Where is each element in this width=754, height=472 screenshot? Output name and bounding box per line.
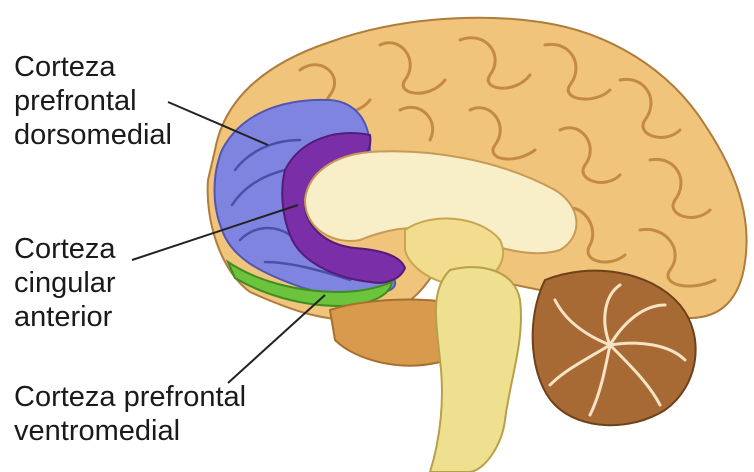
label-line: Corteza [14, 50, 172, 84]
label-line: Corteza [14, 232, 116, 266]
label-anterior-cingulate-cortex: Corteza cingular anterior [14, 232, 116, 334]
label-line: Corteza prefrontal [14, 380, 246, 414]
leader-line-ventromedial [228, 295, 325, 383]
label-dorsomedial-prefrontal-cortex: Corteza prefrontal dorsomedial [14, 50, 172, 152]
label-line: dorsomedial [14, 118, 172, 152]
label-line: prefrontal [14, 84, 172, 118]
brainstem [430, 267, 521, 472]
label-line: cingular [14, 266, 116, 300]
label-line: ventromedial [14, 414, 246, 448]
label-ventromedial-prefrontal-cortex: Corteza prefrontal ventromedial [14, 380, 246, 448]
label-line: anterior [14, 300, 116, 334]
